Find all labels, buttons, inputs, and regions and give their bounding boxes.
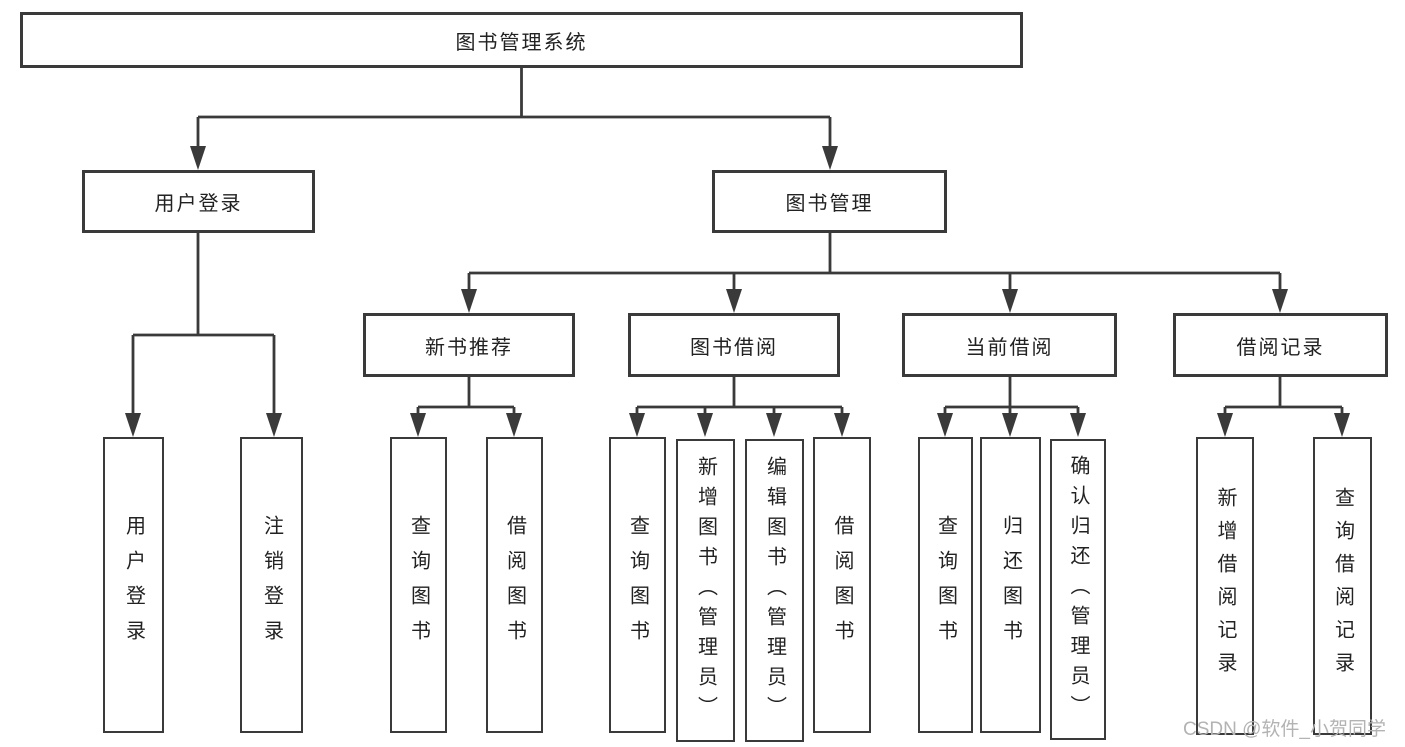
watermark: CSDN @软件_小贺同学 — [1183, 719, 1386, 740]
node-label: 新书推荐 — [425, 336, 513, 359]
leaf-query-borrow-record: 查询借阅记录 — [1313, 437, 1372, 735]
node-borrow-records: 借阅记录 — [1173, 313, 1388, 377]
leaf-label: 注销登录 — [260, 515, 283, 655]
leaf-user-login: 用户登录 — [103, 437, 164, 733]
leaf-label: 查询图书 — [407, 515, 430, 655]
node-book-borrow: 图书借阅 — [628, 313, 840, 377]
node-library-management-system: 图书管理系统 — [20, 12, 1023, 68]
leaf-borrow-books-2: 借阅图书 — [813, 437, 871, 733]
node-new-book-recommend: 新书推荐 — [363, 313, 575, 377]
node-book-management: 图书管理 — [712, 170, 947, 233]
leaf-label: 新增借阅记录 — [1214, 487, 1236, 685]
leaf-label: 借阅图书 — [831, 515, 853, 655]
leaf-label: 新增图书（管理员） — [694, 455, 717, 726]
node-label: 借阅记录 — [1236, 336, 1325, 359]
leaf-label: 归还图书 — [999, 515, 1022, 655]
node-label: 用户登录 — [154, 193, 243, 215]
leaf-label: 查询借阅记录 — [1331, 487, 1354, 685]
leaf-label: 查询图书 — [934, 515, 957, 655]
leaf-add-books-admin: 新增图书（管理员） — [676, 439, 735, 742]
leaf-confirm-return-admin: 确认归还（管理员） — [1050, 439, 1106, 740]
leaf-label: 用户登录 — [122, 515, 145, 655]
leaf-query-books-1: 查询图书 — [390, 437, 447, 733]
leaf-edit-books-admin: 编辑图书（管理员） — [745, 439, 804, 742]
leaf-label: 查询图书 — [626, 515, 649, 655]
leaf-label: 确认归还（管理员） — [1067, 454, 1089, 725]
connector-arrowheads — [125, 146, 1350, 437]
leaf-add-borrow-record: 新增借阅记录 — [1196, 437, 1254, 735]
leaf-label: 编辑图书（管理员） — [763, 455, 786, 726]
node-user-login: 用户登录 — [82, 170, 315, 233]
leaf-return-books: 归还图书 — [980, 437, 1041, 733]
leaf-query-books-2: 查询图书 — [609, 437, 666, 733]
connector-edges — [131, 68, 1344, 414]
node-label: 图书管理系统 — [455, 31, 588, 54]
node-label: 图书管理 — [785, 193, 874, 215]
node-label: 当前借阅 — [965, 336, 1054, 359]
leaf-label: 借阅图书 — [503, 515, 526, 655]
leaf-query-books-3: 查询图书 — [918, 437, 973, 733]
node-label: 图书借阅 — [690, 336, 778, 359]
node-current-borrow: 当前借阅 — [902, 313, 1117, 377]
leaf-borrow-books-1: 借阅图书 — [486, 437, 543, 733]
leaf-logout: 注销登录 — [240, 437, 303, 733]
